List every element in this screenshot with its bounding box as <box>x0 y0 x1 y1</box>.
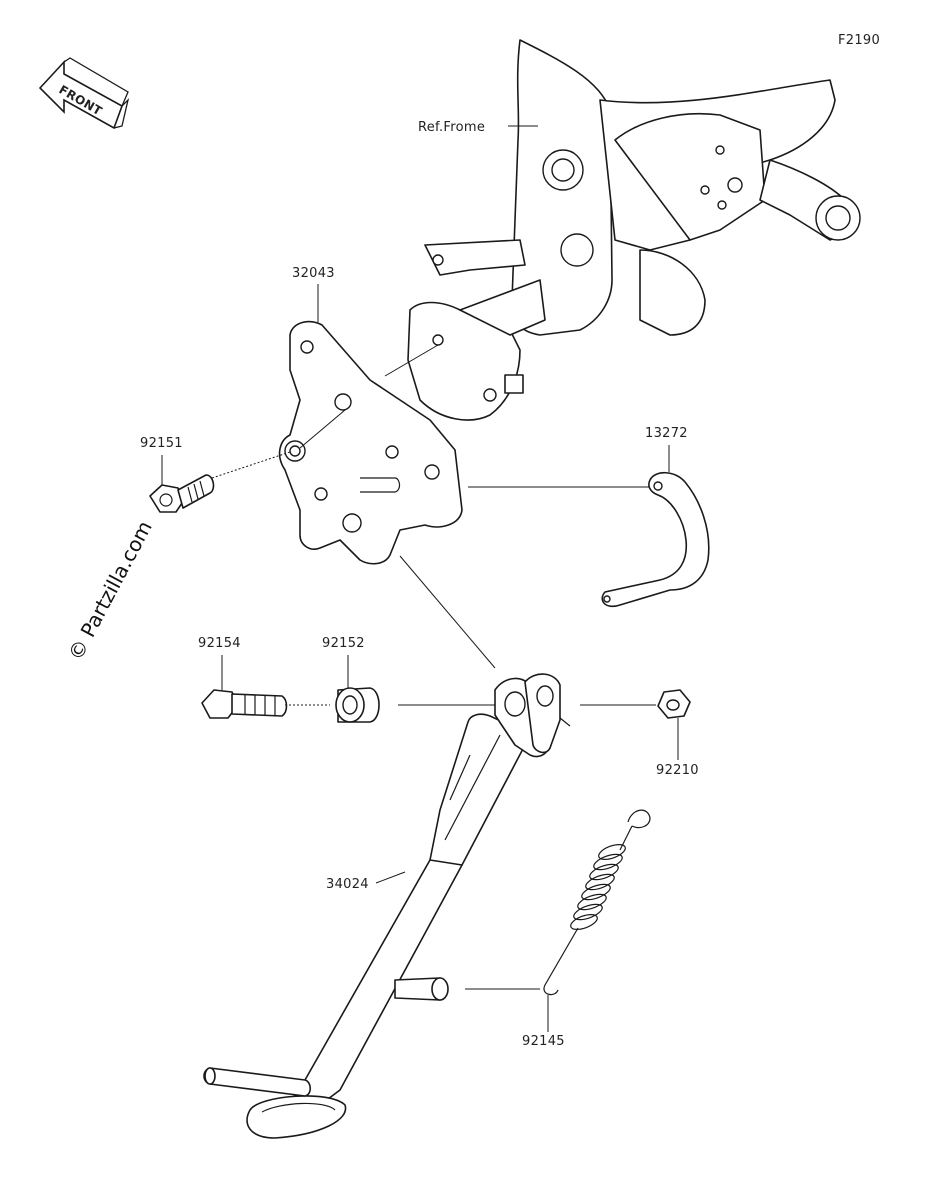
side-stand-34024 <box>203 673 571 1139</box>
part-label-92154: 92154 <box>198 636 241 651</box>
collar-92152 <box>335 687 380 723</box>
part-label-13272: 13272 <box>645 426 688 441</box>
part-label-92145: 92145 <box>522 1034 565 1049</box>
part-label-32043: 32043 <box>292 266 335 281</box>
part-label-34024: 34024 <box>326 877 369 892</box>
bolt-92151 <box>149 474 215 513</box>
part-label-92152: 92152 <box>322 636 365 651</box>
ref-label: Ref.Frome <box>418 120 485 135</box>
front-arrow-icon: FRONT <box>38 57 130 130</box>
diagram-code: F2190 <box>838 33 880 48</box>
bolt-92154 <box>201 689 288 719</box>
spring-92145 <box>543 809 651 996</box>
part-label-92210: 92210 <box>656 763 699 778</box>
nut-92210 <box>657 689 691 719</box>
bracket-32043 <box>278 320 463 565</box>
part-label-92151: 92151 <box>140 436 183 451</box>
spring-coils <box>570 844 626 930</box>
frame-reference <box>407 39 861 421</box>
watermark: © Partzilla.com <box>63 517 157 665</box>
spring-hook-13272 <box>601 471 710 608</box>
